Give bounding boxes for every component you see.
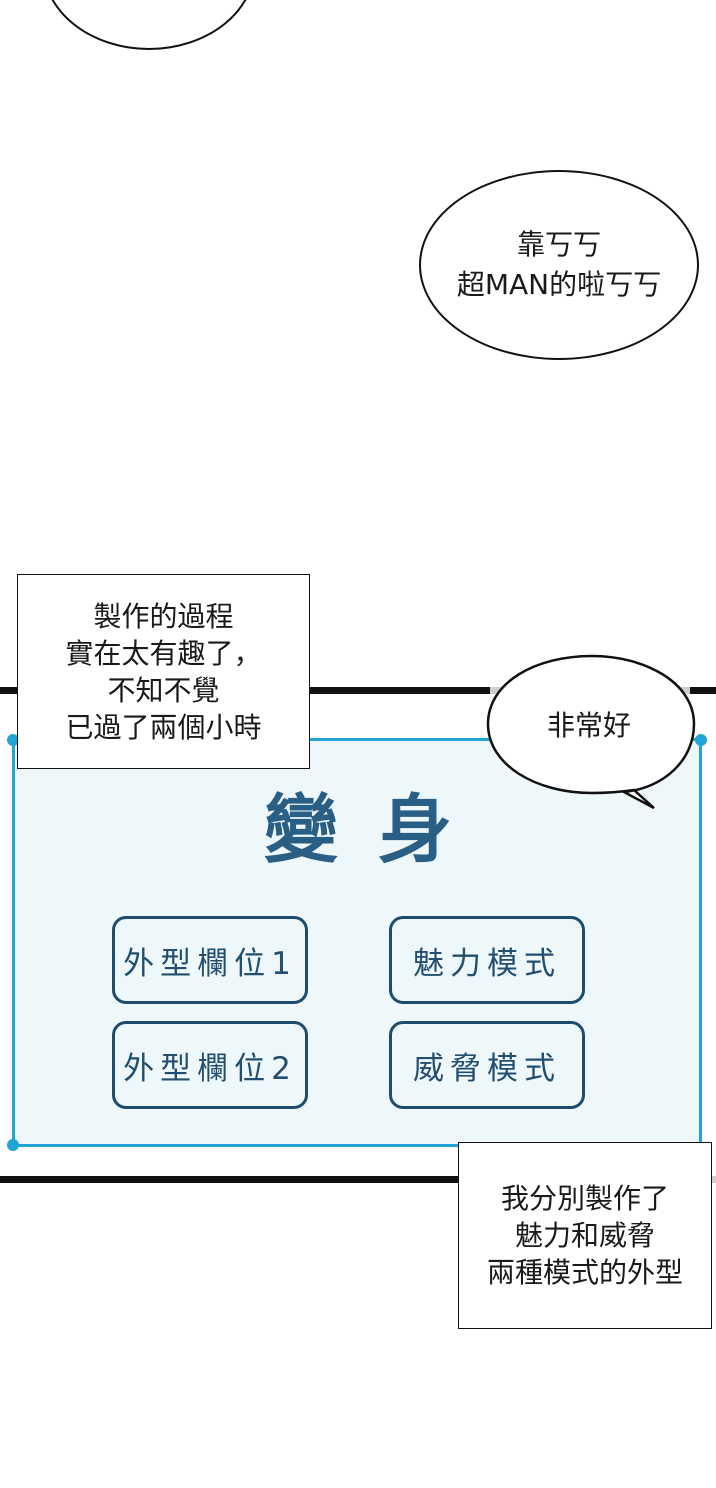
- panel-top-border: [12, 738, 704, 741]
- caption-line: 我分別製作了: [500, 1182, 669, 1215]
- appearance-slot-1-button[interactable]: 外型欄位1: [112, 916, 308, 1004]
- corner-dot-bottom-left: [7, 1139, 19, 1151]
- speech-bubble-mid: [486, 654, 696, 810]
- bubble-line-2: 超MAN的啦丂丂: [456, 268, 662, 301]
- panel-bottom-border: [12, 1144, 704, 1147]
- caption-line: 製作的過程: [93, 599, 234, 633]
- threat-mode-button[interactable]: 威脅模式: [389, 1021, 585, 1109]
- narration-caption-left: 製作的過程 實在太有趣了， 不知不覺 已過了兩個小時: [17, 574, 310, 769]
- appearance-slot-2-button[interactable]: 外型欄位2: [112, 1021, 308, 1109]
- bubble-text-mid: 非常好: [546, 709, 631, 742]
- speech-bubble-top: 靠丂丂 超MAN的啦丂丂: [419, 170, 699, 360]
- caption-line: 兩種模式的外型: [486, 1256, 683, 1289]
- caption-line: 已過了兩個小時: [65, 710, 262, 744]
- caption-line: 實在太有趣了，: [65, 636, 262, 670]
- panel-title: 變身: [264, 787, 492, 873]
- corner-dot-top-right: [695, 734, 707, 746]
- corner-dot-top-left: [7, 734, 19, 746]
- caption-line: 魅力和威脅: [514, 1219, 655, 1252]
- charm-mode-button[interactable]: 魅力模式: [389, 916, 585, 1004]
- bubble-line-1: 靠丂丂: [516, 228, 601, 261]
- partial-speech-bubble: [42, 0, 256, 50]
- narration-caption-bottom-right: 我分別製作了 魅力和威脅 兩種模式的外型: [458, 1142, 712, 1329]
- caption-line: 不知不覺: [107, 673, 220, 707]
